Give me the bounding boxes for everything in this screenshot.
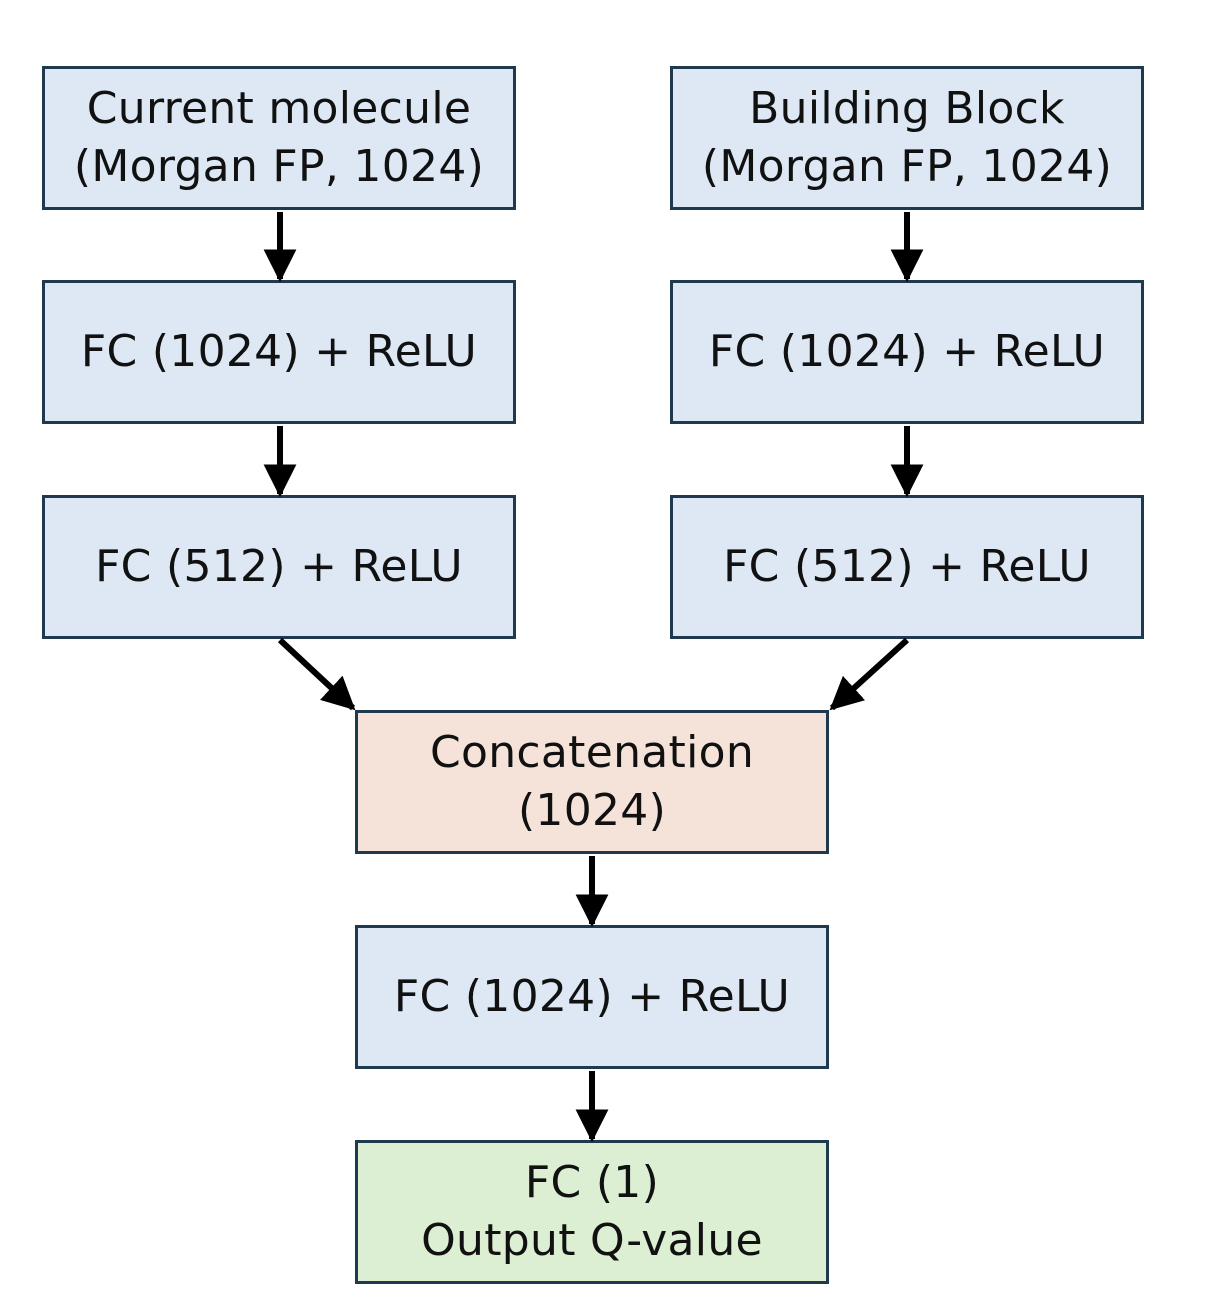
merged-fc-1024-node: FC (1024) + ReLU bbox=[355, 925, 829, 1069]
arrow-left-fc512-to-concatenation bbox=[277, 637, 356, 711]
left-fc-1024-label: FC (1024) + ReLU bbox=[80, 325, 478, 377]
output-q-value-node: FC (1) Output Q-value bbox=[355, 1140, 829, 1284]
arrow-right-fc512-to-concatenation bbox=[829, 637, 910, 711]
building-block-label: Building Block bbox=[749, 82, 1065, 134]
right-fc-512-label: FC (512) + ReLU bbox=[723, 540, 1091, 592]
building-block-fingerprint-label: (Morgan FP, 1024) bbox=[701, 141, 1113, 192]
right-fc-1024-node: FC (1024) + ReLU bbox=[670, 280, 1144, 424]
output-fc-label: FC (1) bbox=[524, 1156, 660, 1208]
concatenation-size-label: (1024) bbox=[517, 785, 667, 836]
current-molecule-fingerprint-label: (Morgan FP, 1024) bbox=[73, 141, 485, 192]
left-fc-512-label: FC (512) + ReLU bbox=[95, 540, 463, 592]
concatenation-node: Concatenation (1024) bbox=[355, 710, 829, 854]
building-block-input-node: Building Block (Morgan FP, 1024) bbox=[670, 66, 1144, 210]
current-molecule-input-node: Current molecule (Morgan FP, 1024) bbox=[42, 66, 516, 210]
left-fc-512-node: FC (512) + ReLU bbox=[42, 495, 516, 639]
current-molecule-label: Current molecule bbox=[86, 82, 472, 134]
merged-fc-1024-label: FC (1024) + ReLU bbox=[393, 970, 791, 1022]
right-fc-1024-label: FC (1024) + ReLU bbox=[708, 325, 1106, 377]
right-fc-512-node: FC (512) + ReLU bbox=[670, 495, 1144, 639]
output-q-value-label: Output Q-value bbox=[421, 1215, 763, 1266]
concatenation-label: Concatenation bbox=[429, 726, 755, 778]
